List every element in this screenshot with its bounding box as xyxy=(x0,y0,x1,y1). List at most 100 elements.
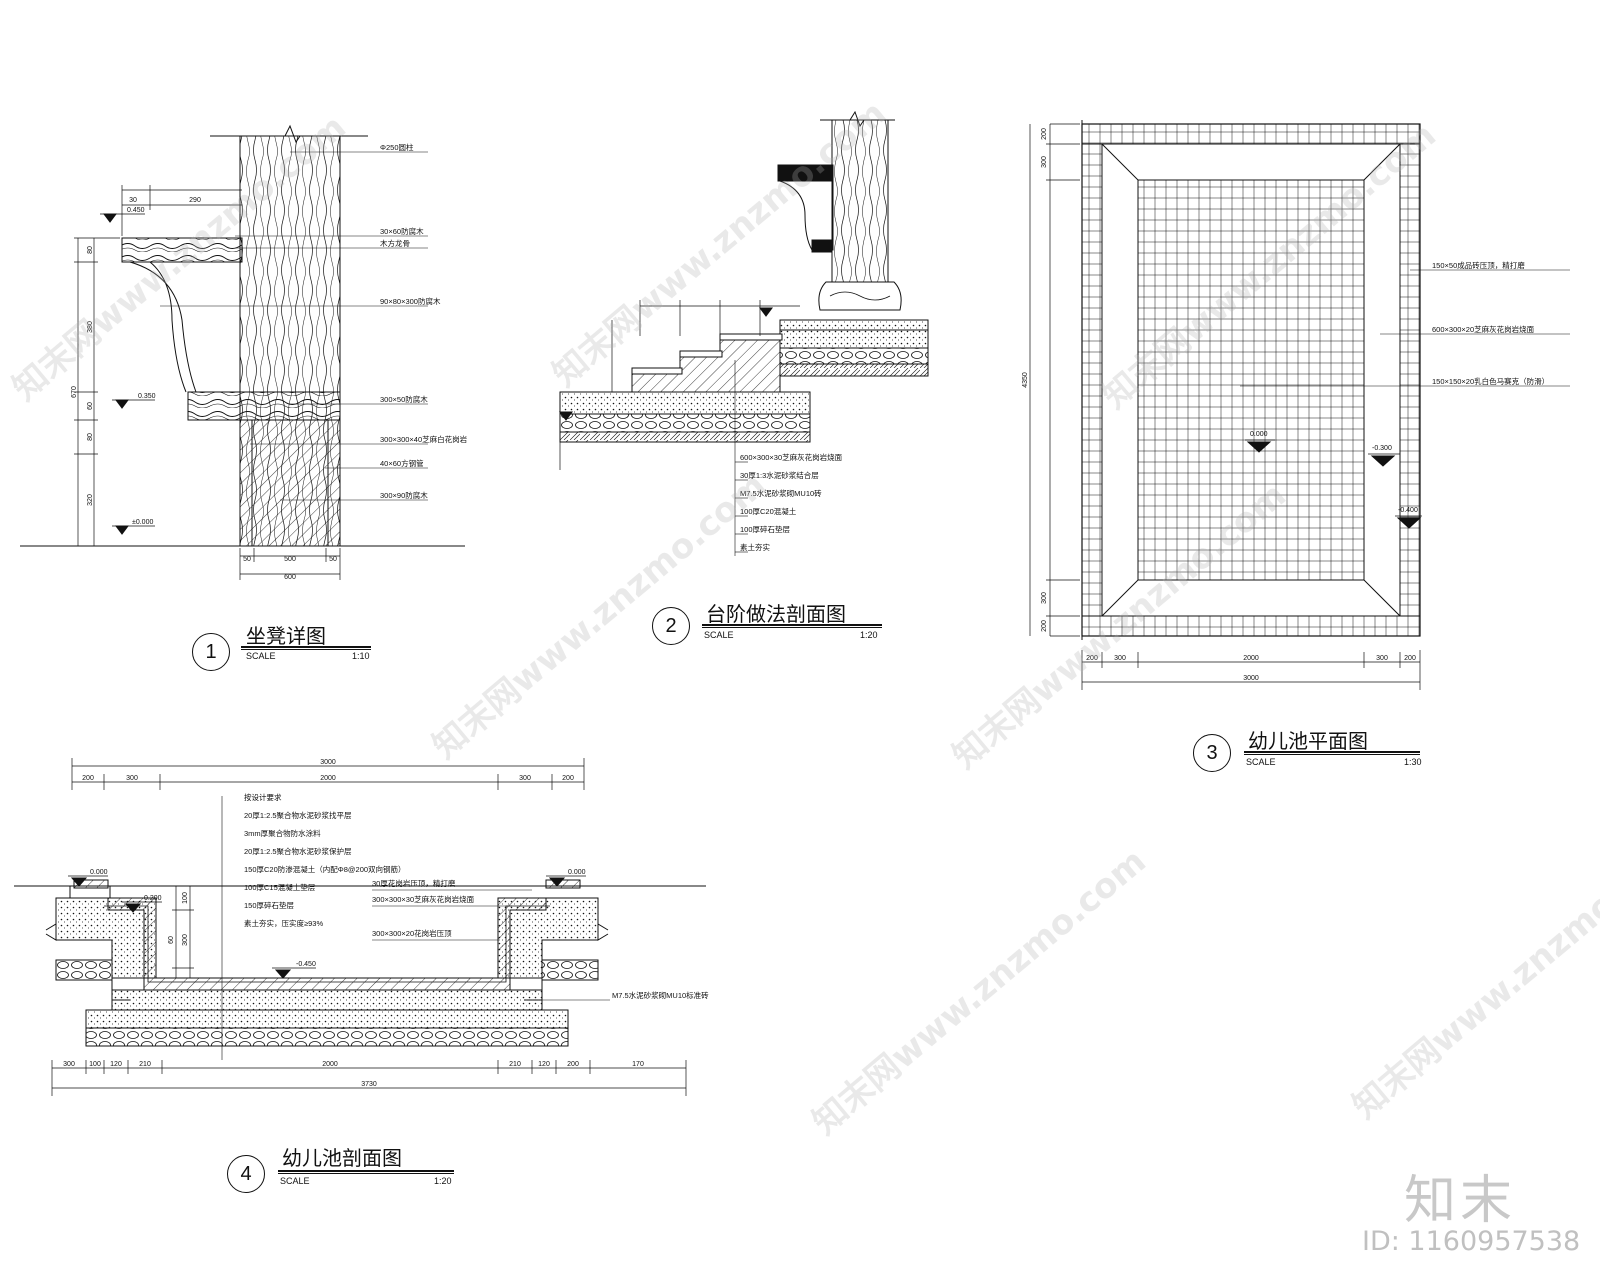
annotation-text: 200 xyxy=(82,775,94,782)
annotation-text: 600×300×20芝麻灰花岗岩烧面 xyxy=(1432,324,1535,334)
annotation-text: 170 xyxy=(632,1061,644,1068)
annotation-text: M7.5水泥砂浆砌MU10砖 xyxy=(740,488,822,498)
annotation-text: 300 xyxy=(1376,655,1388,662)
seat-top-board xyxy=(121,237,243,263)
annotation-text: 300×300×40芝麻白花岗岩 xyxy=(380,434,468,444)
annotation-text: 300 xyxy=(1041,592,1048,604)
annotation-text: 300 xyxy=(126,775,138,782)
drawing-3-title: 幼儿池平面图 xyxy=(1248,729,1368,753)
annotation-text: 100厚C20混凝土 xyxy=(740,506,797,516)
annotation-text: M7.5水泥砂浆砌MU10标准砖 xyxy=(612,990,709,1000)
annotation-text: 100厚C15混凝土垫层 xyxy=(244,882,316,892)
title-underline-thin xyxy=(1244,754,1420,755)
annotation-text: 200 xyxy=(1404,655,1416,662)
annotation-text: 20厚1:2.5聚合物水泥砂浆保护层 xyxy=(244,846,352,856)
annotation-text: -0.450 xyxy=(296,961,316,968)
annotation-text: ±0.000 xyxy=(132,519,153,526)
annotation-text: 210 xyxy=(139,1061,151,1068)
annotation-text: 40×60方钢管 xyxy=(380,458,424,468)
brand-logo-mark: 知末 xyxy=(1404,1171,1517,1231)
drawing-1-number: 1 xyxy=(192,633,230,671)
annotation-text: 150厚C20防渗混凝土（内配Φ8@200双向钢筋） xyxy=(244,864,406,874)
annotation-text: 380 xyxy=(87,321,94,333)
annotation-text: 30厚花岗岩压顶，精打磨 xyxy=(372,878,456,888)
annotation-text: 200 xyxy=(1041,620,1048,632)
annotation-text: 30×60防腐木 xyxy=(380,226,424,236)
drawing-4-pool-section xyxy=(14,758,706,1096)
annotation-text: 300 xyxy=(63,1061,75,1068)
pool-basin-lining xyxy=(107,897,547,991)
annotation-text: 0.200 xyxy=(144,895,162,902)
annotation-text: 20厚1:2.5聚合物水泥砂浆找平层 xyxy=(244,810,352,820)
image-id-label: ID: 1160957538 xyxy=(1362,1226,1581,1257)
annotation-text: 200 xyxy=(567,1061,579,1068)
annotation-text: 120 xyxy=(110,1061,122,1068)
annotation-text: 300×300×30芝麻灰花岗岩烧面 xyxy=(372,894,475,904)
annotation-text: 300×50防腐木 xyxy=(380,394,428,404)
drawing-4-scale-label: SCALE xyxy=(280,1176,310,1186)
annotation-text: 素土夯实 xyxy=(740,542,770,552)
annotation-text: 3730 xyxy=(361,1081,377,1088)
annotation-text: 2000 xyxy=(322,1061,338,1068)
annotation-text: 素土夯实，压实度≥93% xyxy=(244,918,323,928)
annotation-text: 2000 xyxy=(320,775,336,782)
annotation-text: 100厚碎石垫层 xyxy=(740,524,791,534)
annotation-text: 600×300×30芝麻灰花岗岩烧面 xyxy=(740,452,843,462)
annotation-text: 120 xyxy=(538,1061,550,1068)
drawing-2-title: 台阶做法剖面图 xyxy=(706,602,846,626)
drawing-1-scale-label: SCALE xyxy=(246,651,276,661)
annotation-text: 100 xyxy=(182,892,189,904)
annotation-text: 80 xyxy=(87,246,94,254)
drawing-3-pool-plan xyxy=(1029,120,1570,690)
annotation-text: -0.300 xyxy=(1372,445,1392,452)
title-underline-thin xyxy=(241,649,371,650)
annotation-text: 按设计要求 xyxy=(244,792,282,802)
mosaic-grid xyxy=(1137,179,1365,581)
annotation-text: 90×80×300防腐木 xyxy=(380,296,441,306)
drawing-2-step-section xyxy=(559,110,929,556)
title-underline xyxy=(702,624,882,626)
step-profile xyxy=(631,337,781,393)
annotation-text: 50 xyxy=(329,556,337,563)
title-underline-thin xyxy=(702,627,882,628)
annotation-text: 木方龙骨 xyxy=(380,238,410,248)
drawing-1-title: 坐凳详图 xyxy=(246,624,326,648)
annotation-text: 0.350 xyxy=(138,393,156,400)
annotation-text: 4350 xyxy=(1022,372,1029,388)
seat-base-beam xyxy=(187,391,341,421)
annotation-text: 300×90防腐木 xyxy=(380,490,428,500)
annotation-text: 80 xyxy=(87,433,94,441)
annotation-text: 0.000 xyxy=(568,869,586,876)
annotation-text: 200 xyxy=(1086,655,1098,662)
support-post xyxy=(239,419,341,547)
title-underline xyxy=(1244,751,1420,753)
title-underline-thin xyxy=(278,1173,454,1174)
annotation-text: 600 xyxy=(284,574,296,581)
annotation-text: 670 xyxy=(71,386,78,398)
annotation-text: 150厚碎石垫层 xyxy=(244,900,295,910)
annotation-text: 200 xyxy=(1041,128,1048,140)
seat-bracket xyxy=(129,261,241,393)
drawing-3-scale-label: SCALE xyxy=(1246,757,1276,767)
annotation-text: 60 xyxy=(168,936,175,944)
annotation-text: 150×50成品砖压顶，精打磨 xyxy=(1432,260,1525,270)
annotation-text: 60 xyxy=(87,402,94,410)
drawing-3-ratio: 1:30 xyxy=(1404,757,1422,767)
drawing-4-ratio: 1:20 xyxy=(434,1176,452,1186)
title-underline xyxy=(278,1170,454,1172)
annotation-text: -0.400 xyxy=(1398,507,1418,514)
drawing-1-ratio: 1:10 xyxy=(352,651,370,661)
annotation-text: 300 xyxy=(519,775,531,782)
drawing-1-bench-detail xyxy=(20,124,465,580)
annotation-text: 30 xyxy=(129,197,137,204)
drawing-2-number: 2 xyxy=(652,607,690,645)
annotation-text: 290 xyxy=(189,197,201,204)
drawing-3-number: 3 xyxy=(1193,734,1231,772)
annotation-text: 30厚1:3水泥砂浆结合层 xyxy=(740,470,819,480)
annotation-text: 500 xyxy=(284,556,296,563)
annotation-text: 300 xyxy=(182,934,189,946)
annotation-text: Φ250圆柱 xyxy=(380,142,414,152)
annotation-text: 300×300×20花岗岩压顶 xyxy=(372,928,452,938)
annotation-text: 210 xyxy=(509,1061,521,1068)
